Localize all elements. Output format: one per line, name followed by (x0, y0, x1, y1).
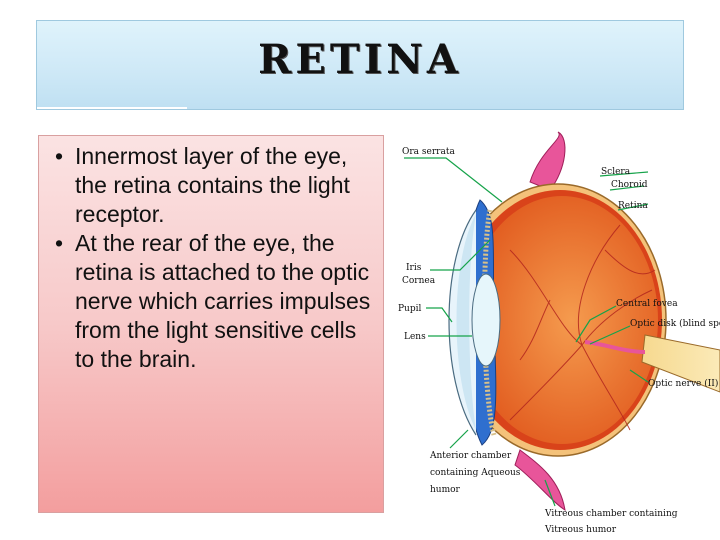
lens (472, 274, 500, 366)
bullet-item: At the rear of the eye, the retina is at… (49, 229, 375, 374)
label-anterior-chamber: Anterior chamber (429, 451, 512, 461)
title-banner: RETINA (36, 20, 684, 110)
label-central-fovea: Central fovea (616, 299, 678, 309)
label-sclera: Sclera (601, 167, 631, 177)
label-retina: Retina (618, 201, 648, 211)
label-iris: Iris (406, 263, 422, 273)
bullet-item: Innermost layer of the eye, the retina c… (49, 142, 375, 229)
title-underline (37, 107, 187, 109)
label-cornea: Cornea (402, 276, 436, 286)
label-ora-serrata: Ora serrata (402, 147, 455, 157)
superior-muscle (530, 132, 565, 190)
bullet-panel: Innermost layer of the eye, the retina c… (38, 135, 384, 513)
label-optic-nerve: Optic nerve (II) (648, 378, 718, 389)
label-lens: Lens (404, 332, 426, 342)
label-anterior-aqueous: containing Aqueous (430, 468, 521, 478)
label-vitreous-chamber: Vitreous chamber containing (544, 509, 678, 519)
label-vitreous-humor: Vitreous humor (544, 525, 617, 535)
inferior-muscle (515, 450, 565, 510)
label-choroid: Choroid (611, 180, 648, 190)
eye-diagram: Ora serrata Sclera Choroid Retina Iris C… (390, 130, 720, 540)
label-anterior-humor: humor (430, 485, 461, 495)
label-pupil: Pupil (398, 304, 421, 314)
slide-title: RETINA (258, 36, 462, 83)
label-optic-disk: Optic disk (blind spot) (630, 318, 720, 329)
bullet-list: Innermost layer of the eye, the retina c… (49, 142, 375, 374)
